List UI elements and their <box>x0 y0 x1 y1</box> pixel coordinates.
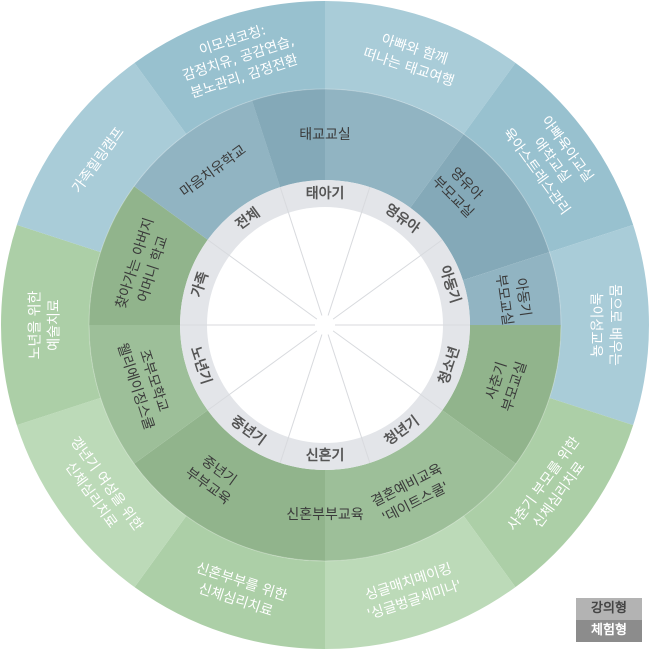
middle-ring-segment <box>89 325 208 464</box>
life-stage-label-line: 태아기 <box>306 185 345 202</box>
life-stage-label-line: 신혼기 <box>306 447 345 464</box>
spoke-line <box>279 186 323 316</box>
outer-ring-segment <box>16 62 187 253</box>
middle-ring-segment <box>252 89 325 188</box>
middle-ring-segment <box>325 410 516 561</box>
outer-ring-segment <box>463 62 634 253</box>
middle-ring-segment <box>442 325 561 464</box>
middle-ring-segment <box>410 134 550 281</box>
middle-ring-label: 태교교실 <box>299 127 351 143</box>
outer-ring-segment <box>0 224 101 426</box>
life-stage-label-line: 가족 <box>189 270 212 300</box>
spoke-line <box>332 330 443 411</box>
center-circle <box>207 207 443 443</box>
outer-ring-segment <box>325 1 516 135</box>
outer-ring-segment <box>134 515 325 649</box>
legend-lecture-label: 강의형 <box>576 598 642 620</box>
spoke-line <box>279 334 323 464</box>
middle-ring-segment <box>134 410 325 561</box>
outer-ring-segment <box>134 1 325 135</box>
ring-separator <box>88 88 562 562</box>
legend-experience-label: 체험형 <box>576 620 642 642</box>
spoke-line <box>207 239 318 320</box>
middle-ring-segment <box>134 100 281 240</box>
middle-ring-label-line: 태교교실 <box>299 127 351 143</box>
outer-ring-segment <box>549 224 649 426</box>
life-stage-label: 신혼기 <box>306 447 345 464</box>
outer-ring-segment <box>463 397 634 588</box>
spoke-line <box>327 186 371 316</box>
middle-ring-segment <box>462 252 561 325</box>
legend: 강의형 체험형 <box>576 598 642 642</box>
spoke-line <box>207 330 318 411</box>
middle-ring-label-line: 부모교실 <box>492 273 515 326</box>
outer-ring-label-line: 노년을 위한 <box>28 290 44 359</box>
middle-ring-label-line: 아동기 <box>512 277 533 317</box>
outer-ring-segment <box>325 515 516 649</box>
spoke-line <box>327 334 371 464</box>
life-stage-label: 태아기 <box>306 185 345 202</box>
spoke-line <box>332 239 443 320</box>
outer-ring-segment <box>16 397 187 588</box>
middle-ring-segment <box>89 186 208 325</box>
middle-ring-label: 신혼부부교육 <box>286 507 363 523</box>
life-stage-label: 가족 <box>189 270 212 300</box>
outer-ring-label-line: 예술치료 <box>47 299 63 351</box>
outer-ring-label-line: 몸으로 배우는 <box>607 284 623 366</box>
middle-ring-label-line: 신혼부부교육 <box>286 507 363 523</box>
outer-ring-label-line: 놀이성교육 <box>588 293 604 358</box>
